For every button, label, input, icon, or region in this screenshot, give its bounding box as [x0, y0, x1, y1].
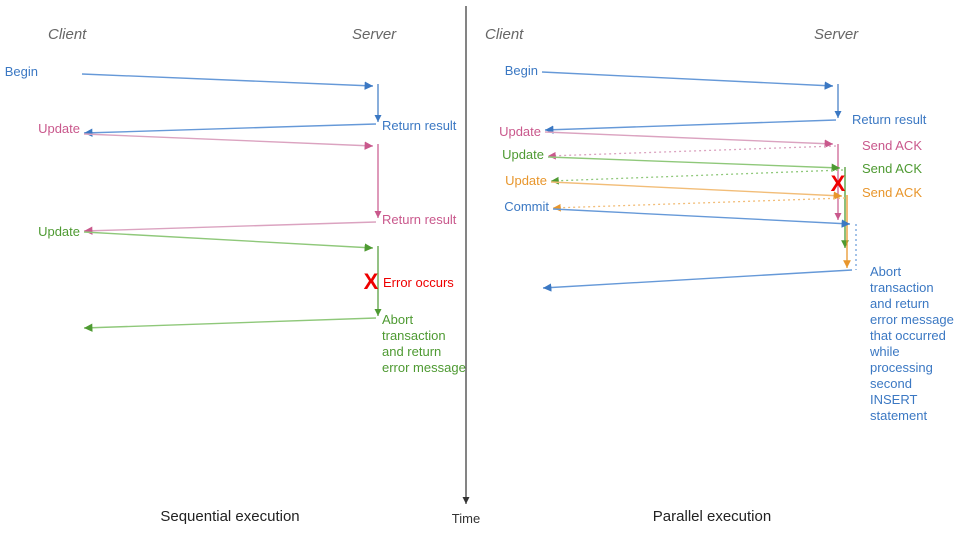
left-abort-note-line-1: Abort [382, 312, 413, 327]
left-arrow-return-result-1 [83, 123, 377, 137]
right-label-commit: Commit [504, 199, 549, 214]
left-label-update-1: Update [38, 121, 80, 136]
right-lane-header-server: Server [814, 26, 859, 43]
right-abort-note: Abort transaction and return error messa… [869, 264, 954, 423]
right-panel: Client Server Begin Return result Update… [485, 26, 954, 525]
right-label-update-2: Update [502, 147, 544, 162]
left-arrow-abort [83, 317, 377, 332]
right-label-ack-2: Send ACK [862, 161, 922, 176]
left-arrow-update-2 [83, 231, 374, 252]
right-arrow-abort [542, 269, 853, 292]
right-panel-caption: Parallel execution [653, 508, 771, 525]
right-label-return-result: Return result [852, 112, 927, 127]
left-abort-note-line-3: and return [382, 344, 441, 359]
left-label-return-result-2: Return result [382, 212, 457, 227]
right-abort-note-line-1: Abort [870, 264, 901, 279]
right-label-begin: Begin [505, 63, 538, 78]
left-label-error-occurs: Error occurs [383, 275, 454, 290]
right-arrow-ack-1 [547, 145, 837, 160]
right-label-ack-3: Send ACK [862, 185, 922, 200]
left-lane-header-server: Server [352, 26, 397, 43]
right-abort-note-line-10: statement [870, 408, 927, 423]
right-arrow-begin [541, 71, 834, 90]
left-lane-header-client: Client [48, 26, 87, 43]
left-panel: Client Server Begin Return result Update… [5, 26, 466, 525]
left-abort-note-line-2: transaction [382, 328, 446, 343]
left-arrow-update-1 [83, 133, 374, 150]
left-panel-caption: Sequential execution [160, 508, 299, 525]
right-arrow-return-result [544, 119, 837, 134]
right-abort-note-line-8: second [870, 376, 912, 391]
right-lane-header-client: Client [485, 26, 524, 43]
right-arrow-update-1 [544, 131, 834, 148]
right-arrow-update-3 [550, 181, 843, 200]
left-abort-note: Abort transaction and return error messa… [382, 312, 466, 375]
left-arrow-begin [81, 73, 374, 90]
right-label-update-3: Update [505, 173, 547, 188]
right-abort-note-line-4: error message [870, 312, 954, 327]
right-label-update-1: Update [499, 124, 541, 139]
left-label-return-result-1: Return result [382, 118, 457, 133]
right-abort-note-line-5: that occurred [870, 328, 946, 343]
right-arrow-commit [552, 208, 851, 228]
right-abort-note-line-3: and return [870, 296, 929, 311]
right-abort-note-line-7: processing [870, 360, 933, 375]
left-arrow-return-result-2 [83, 221, 377, 235]
left-label-update-2: Update [38, 224, 80, 239]
left-error-x-icon: X [364, 269, 379, 294]
time-axis-label: Time [452, 511, 480, 526]
right-abort-note-line-2: transaction [870, 280, 934, 295]
right-abort-note-line-9: INSERT [870, 392, 917, 407]
right-abort-note-line-6: while [869, 344, 900, 359]
right-arrow-ack-3 [552, 197, 846, 212]
left-abort-note-line-4: error message [382, 360, 466, 375]
right-arrow-ack-2 [550, 169, 844, 185]
left-label-begin: Begin [5, 64, 38, 79]
right-arrow-update-2 [547, 156, 841, 172]
right-label-ack-1: Send ACK [862, 138, 922, 153]
right-error-x-icon: X [831, 171, 846, 196]
